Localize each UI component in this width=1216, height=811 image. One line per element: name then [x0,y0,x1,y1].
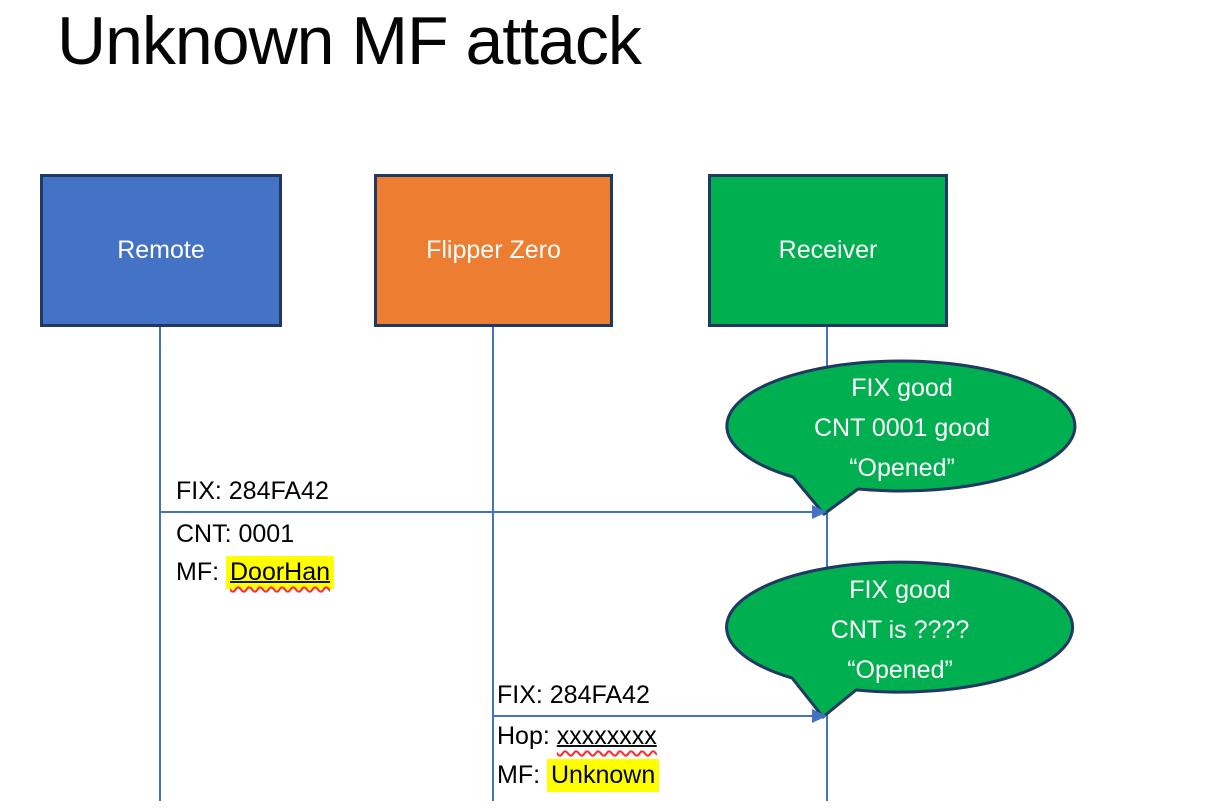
message-2-hop-value: xxxxxxxx [556,722,657,750]
message-2-mf-prefix: MF: [497,761,547,789]
speech-bubble-1 [725,359,1077,516]
speech-bubble-2-shape [725,560,1075,719]
arrowhead-right-icon [812,709,827,723]
message-1-mf-value-highlight: DoorHan [226,556,335,589]
message-1-label-fix: FIX: 284FA42 [176,477,329,505]
message-1-label-cnt: CNT: 0001 [176,520,295,548]
message-1-mf-value: DoorHan [230,558,331,586]
message-2-label-hop: Hop: xxxxxxxx [497,722,657,751]
speech-bubble-2 [725,560,1075,719]
message-2-hop-value-underline: xxxxxxxx [557,722,657,750]
arrowhead-right-icon [812,505,827,519]
message-1-arrow-line [160,511,814,513]
actor-box-receiver: Receiver [708,174,948,327]
message-1-mf-prefix: MF: [176,558,226,586]
message-2-label-mf: MF: Unknown [497,759,660,792]
actor-box-flipper-zero: Flipper Zero [374,174,613,327]
speech-bubble-1-shape [725,359,1077,516]
message-1-label-mf: MF: DoorHan [176,556,335,589]
lifeline-remote [159,327,161,801]
message-2-hop-prefix: Hop: [497,722,557,750]
lifeline-receiver [826,327,828,801]
actor-label-remote: Remote [117,236,205,264]
actor-label-receiver: Receiver [778,236,878,264]
message-2-label-fix: FIX: 284FA42 [497,681,650,709]
message-2-mf-value-highlight: Unknown [547,759,660,792]
lifeline-flipper-zero [492,327,494,801]
actor-label-flipper-zero: Flipper Zero [426,236,561,264]
message-2-arrow-line [493,715,814,717]
actor-box-remote: Remote [40,174,282,327]
message-2-mf-value: Unknown [551,761,656,789]
page-title: Unknown MF attack [57,3,642,79]
